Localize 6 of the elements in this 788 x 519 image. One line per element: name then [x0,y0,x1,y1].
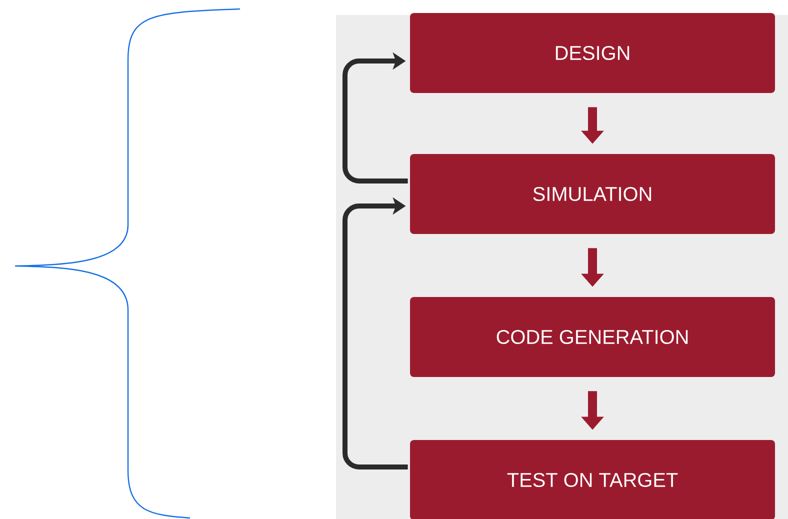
process-box: CODE GENERATION [410,296,775,377]
process-box: DESIGN [410,13,775,93]
arrow [342,197,408,470]
arrow [342,52,408,184]
process-box: TEST ON TARGET [410,440,775,519]
process-box: SIMULATION [410,154,775,234]
